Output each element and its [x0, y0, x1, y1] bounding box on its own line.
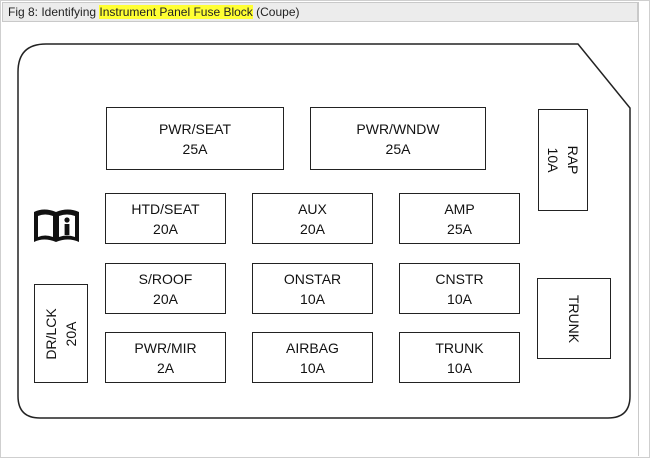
fuse-onstar-label: ONSTAR: [283, 270, 342, 287]
fuse-rap-amp: 10A: [545, 147, 561, 173]
caption-highlight: Instrument Panel Fuse Block: [99, 5, 253, 19]
fuse-pwr-wndw-amp: 25A: [385, 140, 411, 157]
fuse-dr-lck: DR/LCK 20A: [34, 284, 88, 383]
fuse-rap: RAP 10A: [538, 109, 588, 211]
fuse-trunk: TRUNK 10A: [399, 332, 520, 383]
fuse-rap-text: RAP 10A: [543, 146, 583, 175]
fuse-rap-label: RAP: [565, 145, 581, 175]
fuse-htd-seat-amp: 20A: [153, 220, 178, 237]
fuse-airbag: AIRBAG 10A: [252, 332, 373, 383]
fuse-trunk-amp: 10A: [447, 359, 472, 376]
caption-prefix: Fig 8: Identifying: [8, 5, 100, 19]
fuse-pwr-wndw: PWR/WNDW 25A: [310, 107, 486, 170]
fuse-aux-label: AUX: [298, 200, 327, 217]
fuse-amp-label: AMP: [444, 200, 475, 217]
fuse-dr-lck-amp: 20A: [63, 321, 79, 346]
fuse-onstar-amp: 10A: [300, 290, 325, 307]
fuse-airbag-label: AIRBAG: [286, 339, 339, 356]
fuse-pwr-mir-amp: 2A: [156, 359, 175, 376]
fuse-dr-lck-label: DR/LCK: [43, 307, 59, 360]
figure-caption: Fig 8: Identifying Instrument Panel Fuse…: [2, 2, 638, 22]
fuse-aux-amp: 20A: [300, 220, 325, 237]
fuse-pwr-wndw-label: PWR/WNDW: [356, 120, 440, 137]
fuse-trunk-label: TRUNK: [435, 339, 484, 356]
fuse-pwr-seat-amp: 25A: [182, 140, 208, 157]
frame-rule: [638, 2, 639, 456]
fuse-s-roof: S/ROOF 20A: [105, 263, 226, 314]
caption-suffix: (Coupe): [252, 5, 300, 19]
fuse-htd-seat: HTD/SEAT 20A: [105, 193, 226, 244]
relay-trunk-label: TRUNK: [566, 294, 582, 343]
fuse-s-roof-amp: 20A: [153, 290, 178, 307]
fuse-pwr-seat-label: PWR/SEAT: [158, 120, 232, 137]
fuse-htd-seat-label: HTD/SEAT: [131, 200, 200, 217]
relay-trunk: TRUNK: [537, 278, 611, 359]
fuse-pwr-mir: PWR/MIR 2A: [105, 332, 226, 383]
relay-trunk-text: TRUNK: [564, 294, 584, 342]
fuse-aux: AUX 20A: [252, 193, 373, 244]
fuse-amp: AMP 25A: [399, 193, 520, 244]
fuse-airbag-amp: 10A: [300, 359, 325, 376]
fuse-amp-amp: 25A: [447, 220, 472, 237]
fuse-dr-lck-text: DR/LCK 20A: [41, 308, 81, 359]
fuse-cnstr: CNSTR 10A: [399, 263, 520, 314]
owners-manual-info-icon: [34, 209, 79, 242]
fuse-cnstr-amp: 10A: [447, 290, 472, 307]
fuse-cnstr-label: CNSTR: [435, 270, 484, 287]
fuse-s-roof-label: S/ROOF: [138, 270, 193, 287]
fuse-pwr-seat: PWR/SEAT 25A: [106, 107, 284, 170]
fuse-onstar: ONSTAR 10A: [252, 263, 373, 314]
fuse-pwr-mir-label: PWR/MIR: [134, 339, 197, 356]
